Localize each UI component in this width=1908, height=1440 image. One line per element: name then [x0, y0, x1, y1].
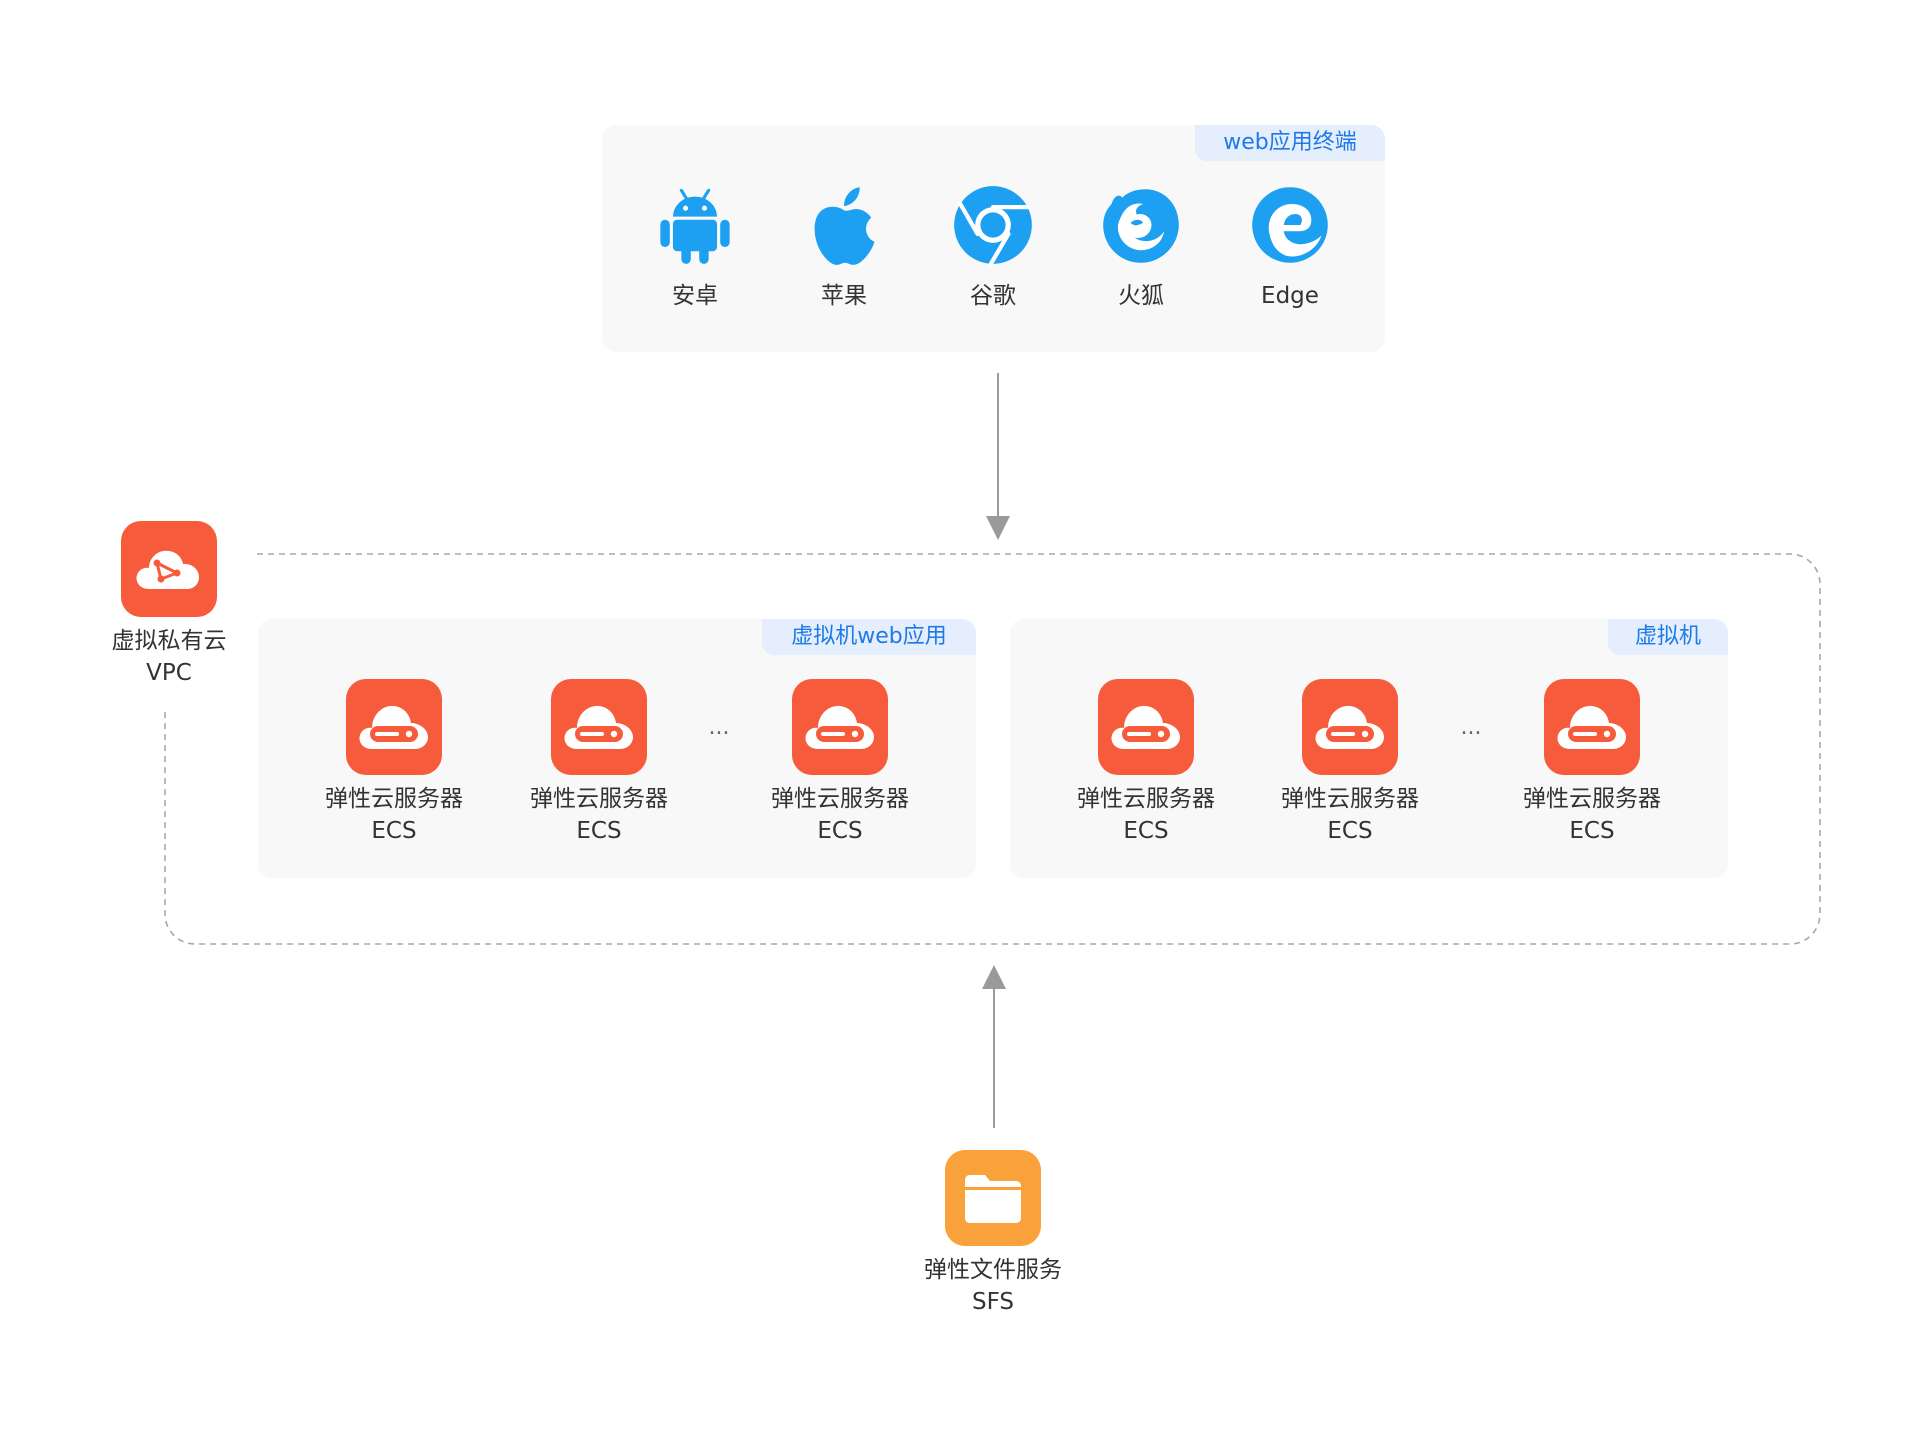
- ecs-name: 弹性云服务器: [1077, 786, 1215, 812]
- ecs-abbr: ECS: [1327, 818, 1373, 844]
- ecs-name: 弹性云服务器: [1523, 786, 1661, 812]
- client-firefox: 火狐: [1071, 183, 1211, 311]
- ecs-server-icon: [1098, 679, 1194, 775]
- vpc-name: 虚拟私有云: [111, 628, 227, 654]
- apple-icon: [814, 187, 875, 265]
- client-label: 谷歌: [970, 283, 1016, 309]
- ecs-node: 弹性云服务器 ECS: [1502, 679, 1682, 847]
- vpc-boundary: [164, 553, 1821, 945]
- ecs-node: 弹性云服务器 ECS: [509, 679, 689, 847]
- ecs-server-icon: [1544, 679, 1640, 775]
- client-label: 火狐: [1118, 283, 1164, 309]
- client-chrome: 谷歌: [923, 183, 1063, 311]
- ecs-server-icon: [346, 679, 442, 775]
- vpc-node: 虚拟私有云 VPC: [79, 521, 259, 689]
- vm-web-app-panel: 虚拟机web应用 弹性云服务器 ECS 弹性云服务器 ECS ...: [258, 619, 976, 878]
- vpc-cloud-icon: [121, 521, 217, 617]
- vm-tag: 虚拟机: [1608, 619, 1728, 655]
- ecs-node: 弹性云服务器 ECS: [750, 679, 930, 847]
- client-panel: web应用终端 安卓 苹果: [602, 125, 1385, 352]
- vm-web-app-tag: 虚拟机web应用: [762, 619, 976, 655]
- ecs-abbr: ECS: [576, 818, 622, 844]
- ecs-server-icon: [792, 679, 888, 775]
- ecs-name: 弹性云服务器: [530, 786, 668, 812]
- ecs-server-icon: [551, 679, 647, 775]
- ecs-node: 弹性云服务器 ECS: [1056, 679, 1236, 847]
- vm-panel: 虚拟机 弹性云服务器 ECS 弹性云服务器 ECS ...: [1010, 619, 1728, 878]
- folder-icon: [945, 1150, 1041, 1246]
- ecs-abbr: ECS: [371, 818, 417, 844]
- sfs-abbr: SFS: [971, 1289, 1015, 1315]
- client-label: Edge: [1261, 283, 1319, 309]
- client-label: 苹果: [821, 283, 867, 309]
- ecs-node: 弹性云服务器 ECS: [1260, 679, 1440, 847]
- client-label: 安卓: [672, 283, 718, 309]
- chrome-icon: [954, 186, 1032, 266]
- client-edge: Edge: [1220, 183, 1360, 311]
- ellipsis: ...: [1460, 715, 1482, 740]
- vpc-abbr: VPC: [146, 660, 192, 686]
- client-panel-tag: web应用终端: [1195, 125, 1385, 161]
- ecs-name: 弹性云服务器: [771, 786, 909, 812]
- edge-icon: [1252, 187, 1328, 263]
- ecs-server-icon: [1302, 679, 1398, 775]
- sfs-name: 弹性文件服务: [924, 1257, 1062, 1283]
- firefox-icon: [1103, 189, 1179, 263]
- client-android: 安卓: [625, 183, 765, 311]
- android-icon: [660, 188, 730, 264]
- ecs-abbr: ECS: [1569, 818, 1615, 844]
- ecs-node: 弹性云服务器 ECS: [304, 679, 484, 847]
- sfs-node: 弹性文件服务 SFS: [903, 1150, 1083, 1318]
- ecs-name: 弹性云服务器: [325, 786, 463, 812]
- client-apple: 苹果: [774, 183, 914, 311]
- ecs-name: 弹性云服务器: [1281, 786, 1419, 812]
- ecs-abbr: ECS: [1123, 818, 1169, 844]
- ecs-abbr: ECS: [817, 818, 863, 844]
- ellipsis: ...: [708, 715, 730, 740]
